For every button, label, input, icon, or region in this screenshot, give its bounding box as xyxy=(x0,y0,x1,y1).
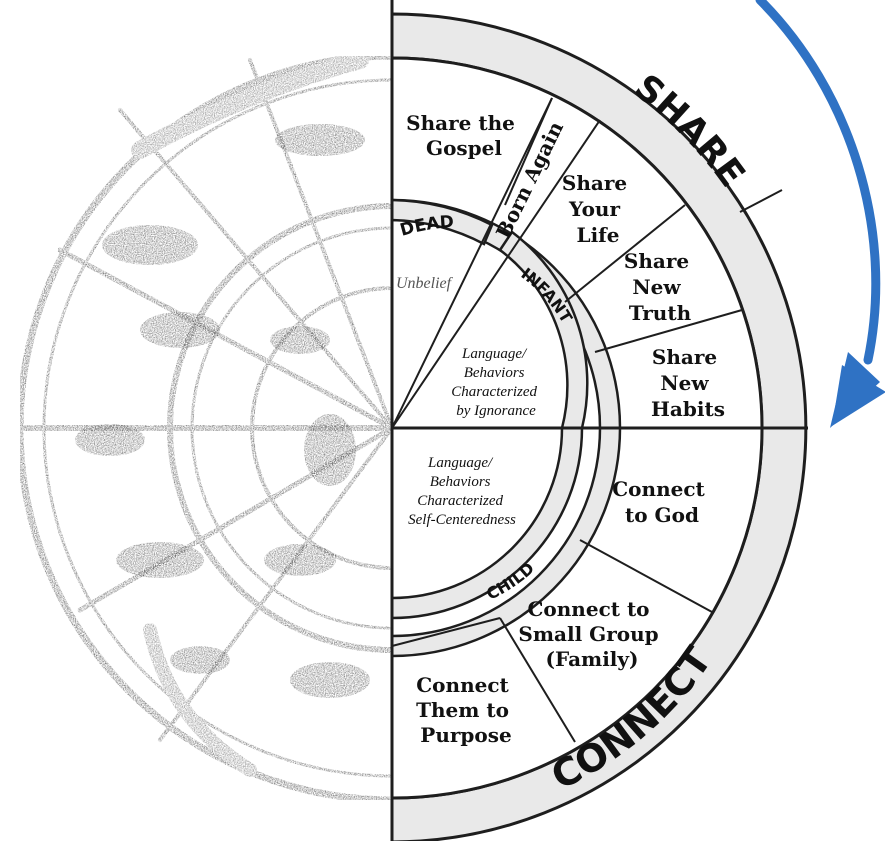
infant-description: Language/ Behaviors Characterized by Ign… xyxy=(451,346,541,419)
child-description: Language/ Behaviors Characterized Self-C… xyxy=(408,455,516,528)
share-habits-label: Share New Habits xyxy=(651,345,725,421)
share-gospel-label: Share the Gospel xyxy=(406,111,522,160)
share-life-label: Share Your Life xyxy=(562,171,634,247)
unbelief-label: Unbelief xyxy=(396,275,454,292)
connect-god-label: Connect to God xyxy=(612,477,711,527)
sketched-left-half xyxy=(16,51,392,804)
connect-purpose-label: Connect Them to Purpose xyxy=(416,673,516,747)
share-truth-label: Share New Truth xyxy=(624,249,696,325)
blue-curved-arrow xyxy=(755,0,885,428)
connect-group-label: Connect to Small Group (Family) xyxy=(518,597,665,671)
wheel-right-half xyxy=(390,0,808,841)
